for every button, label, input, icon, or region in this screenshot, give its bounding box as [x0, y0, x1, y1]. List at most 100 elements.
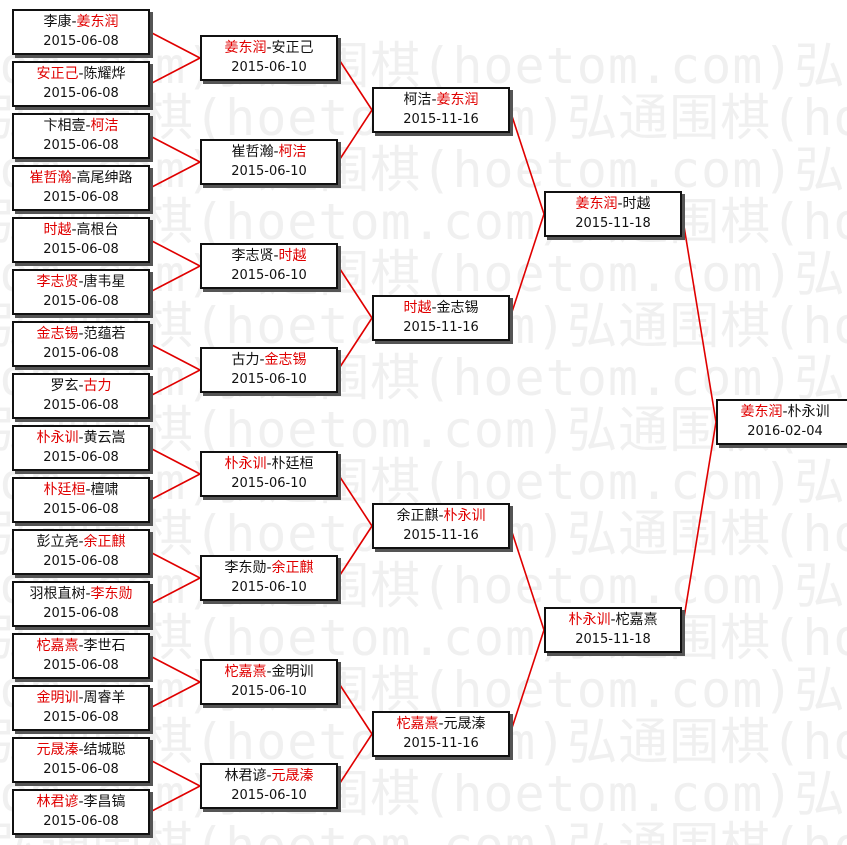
match-box: 林君谚-元晟溱 2015-06-10	[200, 763, 338, 809]
player-name: 朴永训	[36, 430, 79, 446]
player-name: 金志锡	[436, 300, 479, 316]
bracket-connector-line	[149, 31, 201, 59]
separator: -	[273, 144, 279, 160]
match-date: 2015-06-08	[43, 502, 119, 517]
separator: -	[78, 534, 84, 550]
player-name: 金明训	[36, 690, 79, 706]
bracket-connector-line	[149, 161, 201, 189]
player-name: 崔哲瀚	[29, 170, 72, 186]
bracket-connector-line	[149, 655, 201, 683]
match-date: 2015-11-18	[575, 632, 651, 647]
player-name: 元晟溱	[271, 768, 314, 784]
player-name: 金志锡	[36, 326, 79, 342]
match-players: 元晟溱-结城聪	[36, 741, 125, 760]
bracket-connector-line	[337, 525, 373, 579]
match-date: 2015-06-08	[43, 294, 119, 309]
player-name: 唐韦星	[83, 274, 126, 290]
bracket-connector-line	[149, 447, 201, 475]
match-players: 柯洁-姜东润	[403, 91, 478, 110]
match-date: 2015-06-08	[43, 658, 119, 673]
player-name: 安正己	[36, 66, 79, 82]
match-players: 时越-高根台	[43, 221, 118, 240]
match-date: 2015-06-10	[231, 788, 307, 803]
player-name: 罗玄	[50, 378, 79, 394]
separator: -	[85, 118, 91, 134]
match-players: 卞相壹-柯洁	[43, 117, 118, 136]
separator: -	[438, 508, 444, 524]
bracket-connector-line	[337, 317, 373, 371]
player-name: 黄云嵩	[83, 430, 126, 446]
bracket-connector-line	[149, 265, 201, 293]
bracket-connector-line	[149, 369, 201, 397]
player-name: 檀啸	[90, 482, 119, 498]
match-date: 2015-06-10	[231, 580, 307, 595]
separator: -	[266, 560, 272, 576]
player-name: 姜东润	[76, 14, 119, 30]
player-name: 李昌镐	[83, 794, 126, 810]
match-players: 古力-金志锡	[231, 351, 306, 370]
player-name: 范蕴若	[83, 326, 126, 342]
player-name: 时越	[43, 222, 72, 238]
player-name: 柯洁	[278, 144, 307, 160]
bracket-connector-line	[149, 681, 201, 709]
match-players: 朴永训-黄云嵩	[36, 429, 125, 448]
player-name: 陈耀烨	[83, 66, 126, 82]
separator: -	[85, 586, 91, 602]
match-date: 2015-06-10	[231, 268, 307, 283]
match-box: 金志锡-范蕴若 2015-06-08	[12, 321, 150, 367]
separator: -	[78, 430, 84, 446]
match-date: 2015-11-16	[403, 736, 479, 751]
match-box: 朴廷桓-檀啸 2015-06-08	[12, 477, 150, 523]
player-name: 姜东润	[436, 92, 479, 108]
match-box: 朴永训-黄云嵩 2015-06-08	[12, 425, 150, 471]
player-name: 余正麒	[83, 534, 126, 550]
separator: -	[71, 14, 77, 30]
player-name: 李世石	[83, 638, 126, 654]
match-players: 姜东润-安正己	[224, 39, 313, 58]
player-name: 羽根直树	[29, 586, 86, 602]
player-name: 林君谚	[224, 768, 267, 784]
separator: -	[78, 66, 84, 82]
bracket-connector-line	[509, 109, 545, 215]
match-date: 2015-06-08	[43, 450, 119, 465]
match-players: 李志贤-唐韦星	[36, 273, 125, 292]
player-name: 结城聪	[83, 742, 126, 758]
player-name: 彭立尧	[36, 534, 79, 550]
player-name: 柯洁	[90, 118, 119, 134]
match-players: 金明训-周睿羊	[36, 689, 125, 708]
match-date: 2015-06-08	[43, 814, 119, 829]
separator: -	[266, 664, 272, 680]
match-players: 安正己-陈耀烨	[36, 65, 125, 84]
player-name: 柁嘉熹	[224, 664, 267, 680]
match-players: 崔哲瀚-高尾绅路	[29, 169, 132, 188]
separator: -	[85, 482, 91, 498]
match-date: 2015-06-08	[43, 554, 119, 569]
separator: -	[617, 196, 623, 212]
match-players: 林君谚-元晟溱	[224, 767, 313, 786]
player-name: 时越	[403, 300, 432, 316]
match-players: 余正麒-朴永训	[396, 507, 485, 526]
separator: -	[78, 326, 84, 342]
match-date: 2015-06-08	[43, 762, 119, 777]
separator: -	[78, 378, 84, 394]
match-date: 2015-06-08	[43, 346, 119, 361]
bracket-connector-line	[149, 759, 201, 787]
player-name: 柁嘉熹	[396, 716, 439, 732]
player-name: 朴廷桓	[43, 482, 86, 498]
